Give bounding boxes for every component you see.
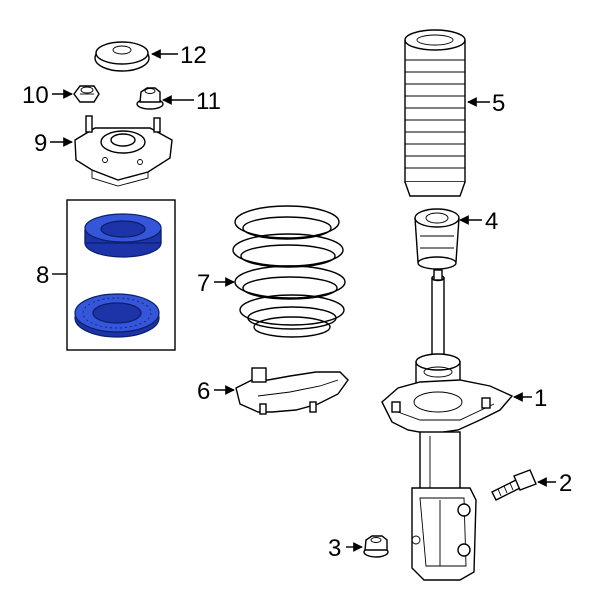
callout-7[interactable]: 7 <box>197 270 210 297</box>
lower-bearing[interactable] <box>74 293 160 338</box>
flange-nut-part[interactable] <box>136 87 164 110</box>
callout-12[interactable]: 12 <box>180 42 207 69</box>
callout-4[interactable]: 4 <box>485 208 498 235</box>
callout-3[interactable]: 3 <box>328 535 341 562</box>
strut-bearing-kit-part[interactable] <box>66 199 176 351</box>
lower-spring-insulator-part[interactable] <box>235 367 349 415</box>
leader-lines <box>50 49 556 552</box>
upper-bearing[interactable] <box>84 213 162 258</box>
bolt-part[interactable] <box>491 469 537 501</box>
callout-labels: 12 10 11 9 8 7 6 5 4 1 2 3 <box>22 42 572 562</box>
callout-10[interactable]: 10 <box>22 82 49 109</box>
callout-1[interactable]: 1 <box>534 385 547 412</box>
dust-boot-part[interactable] <box>404 29 466 197</box>
callout-11[interactable]: 11 <box>196 88 221 115</box>
callout-2[interactable]: 2 <box>559 470 572 497</box>
callout-5[interactable]: 5 <box>492 90 505 117</box>
mount-nut-part[interactable] <box>73 85 100 103</box>
strut-assembly-part[interactable] <box>381 269 514 581</box>
dust-cap-part[interactable] <box>94 41 150 72</box>
nut-part[interactable] <box>363 535 389 558</box>
strut-mount-part[interactable] <box>74 115 173 187</box>
callout-6[interactable]: 6 <box>197 378 210 405</box>
callout-9[interactable]: 9 <box>34 130 47 157</box>
bump-stop-part[interactable] <box>414 208 460 270</box>
callout-8[interactable]: 8 <box>36 262 49 289</box>
coil-spring-part[interactable] <box>232 205 346 338</box>
